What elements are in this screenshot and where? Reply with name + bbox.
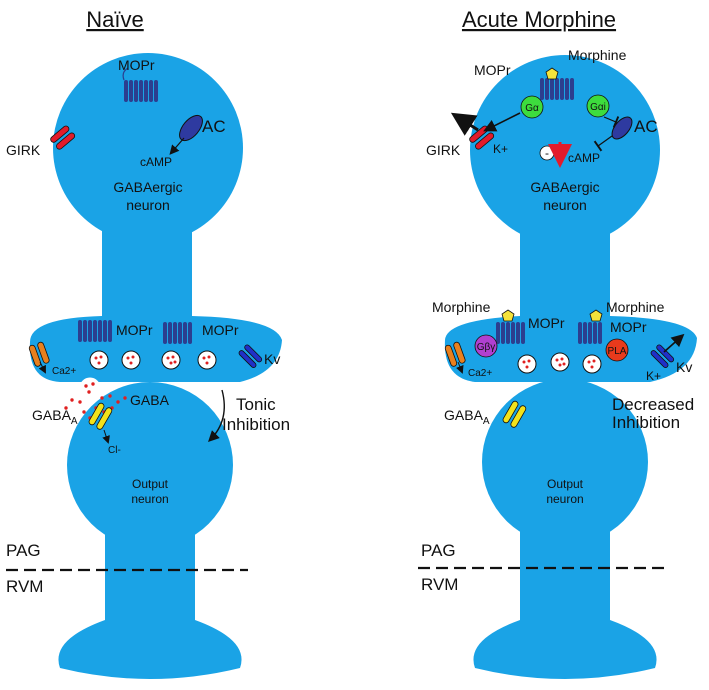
output-neuron-soma — [67, 382, 233, 548]
morphine-icon — [501, 309, 515, 322]
cl-label: Cl- — [108, 445, 121, 456]
mopr-terminal-icon-2 — [578, 322, 602, 344]
mopr-label: MOPr — [118, 57, 155, 73]
mopr-terminal-icon-1 — [496, 322, 525, 344]
soma-label-line1: GABAergic — [113, 179, 182, 195]
morphine-terminal-label-1: Morphine — [432, 299, 491, 315]
mopr-terminal-label-2: MOPr — [610, 319, 647, 335]
ca-label: Ca2+ — [52, 366, 76, 377]
gabaergic-axon — [520, 215, 610, 323]
output-neuron-axon — [473, 522, 657, 679]
morphine-icon — [589, 309, 603, 322]
morphine-icon — [545, 67, 559, 80]
kv-label: Kv — [676, 359, 692, 375]
girk-channel-icon — [50, 125, 76, 150]
g-alpha-i-icon — [586, 94, 610, 118]
mopr-terminal-label-2: MOPr — [202, 322, 239, 338]
gaba-a-receptor-icon — [502, 400, 527, 428]
mopr-terminal-label-1: MOPr — [528, 315, 565, 331]
panel-title-naive: Naïve — [86, 7, 143, 32]
g-alpha-label: Gα — [525, 103, 539, 114]
output-label-line1: Output — [547, 477, 584, 491]
soma-label-line2: neuron — [126, 197, 170, 213]
girk-label: GIRK — [426, 142, 461, 158]
mopr-receptor-icon — [540, 78, 574, 100]
output-neuron-soma — [482, 379, 648, 545]
g-alpha-i-label: Gαi — [590, 102, 606, 113]
gaba-a-label: GABAA — [444, 407, 490, 427]
camp-label: cAMP — [140, 155, 172, 169]
pag-label: PAG — [421, 541, 456, 560]
mopr-terminal-icon-1 — [78, 320, 112, 342]
k-efflux-arrow — [450, 112, 479, 136]
panel-title-acute-morphine: Acute Morphine — [462, 7, 616, 32]
rvm-label: RVM — [421, 575, 458, 594]
pag-label: PAG — [6, 541, 41, 560]
gabaergic-soma — [53, 53, 243, 243]
k-plus-terminal-label: K+ — [646, 369, 661, 383]
ca-label: Ca2+ — [468, 368, 492, 379]
output-label-line2: neuron — [131, 492, 168, 506]
pla-icon — [605, 338, 629, 362]
girk-label: GIRK — [6, 142, 41, 158]
panel-acute-morphine: Morphine MOPr Gα Gαi AC GIRK K+ - cAMP G… — [418, 7, 697, 679]
minus-label: - — [545, 146, 549, 160]
vesicles — [517, 352, 602, 374]
output-label-line2: neuron — [546, 492, 583, 506]
soma-label-line1: GABAergic — [530, 179, 599, 195]
gaba-a-label: GABAA — [32, 407, 78, 427]
mopr-label: MOPr — [474, 62, 511, 78]
output-label-line1: Output — [132, 477, 169, 491]
inhibition-label-line2: Inhibition — [222, 415, 290, 434]
gaba-a-receptor-icon — [88, 402, 113, 430]
output-neuron-axon — [58, 525, 242, 679]
g-alpha-icon — [520, 95, 544, 119]
k-efflux-arrow-terminal — [663, 333, 685, 353]
vesicles — [89, 350, 217, 370]
calcium-channel-icon — [444, 341, 466, 367]
girk-activation-arrow — [483, 112, 521, 132]
panel-naive: MOPr AC cAMP GIRK GABAergic neuron MOPr … — [6, 7, 290, 679]
ac-label: AC — [202, 117, 226, 136]
inhibition-label-line1: Tonic — [236, 395, 276, 414]
k-plus-label: K+ — [493, 142, 508, 156]
soma-label-line2: neuron — [543, 197, 587, 213]
calcium-channel-icon — [28, 341, 50, 367]
inhibition-label-line2: Inhibition — [612, 413, 680, 432]
fusing-vesicle — [79, 377, 101, 399]
g-beta-gamma-label: Gβγ — [477, 342, 496, 353]
mopr-terminal-icon-2 — [163, 322, 192, 344]
mopr-receptor-icon — [122, 67, 158, 102]
morphine-terminal-label-2: Morphine — [606, 299, 665, 315]
kv-channel-icon — [238, 344, 263, 368]
ac-label: AC — [634, 117, 658, 136]
kv-channel-icon — [650, 344, 675, 368]
gabaergic-axon — [102, 215, 192, 325]
morphine-label: Morphine — [568, 47, 627, 63]
inhibition-label-line1: Decreased — [612, 395, 694, 414]
adenylyl-cyclase-icon — [179, 114, 203, 142]
rvm-label: RVM — [6, 577, 43, 596]
pla-label: PLA — [608, 346, 627, 357]
camp-label: cAMP — [568, 151, 600, 165]
tonic-inhibition-arrow — [208, 389, 225, 442]
mopr-terminal-label-1: MOPr — [116, 322, 153, 338]
g-beta-gamma-icon — [474, 334, 498, 358]
kv-label: Kv — [264, 351, 280, 367]
gaba-label: GABA — [130, 392, 170, 408]
